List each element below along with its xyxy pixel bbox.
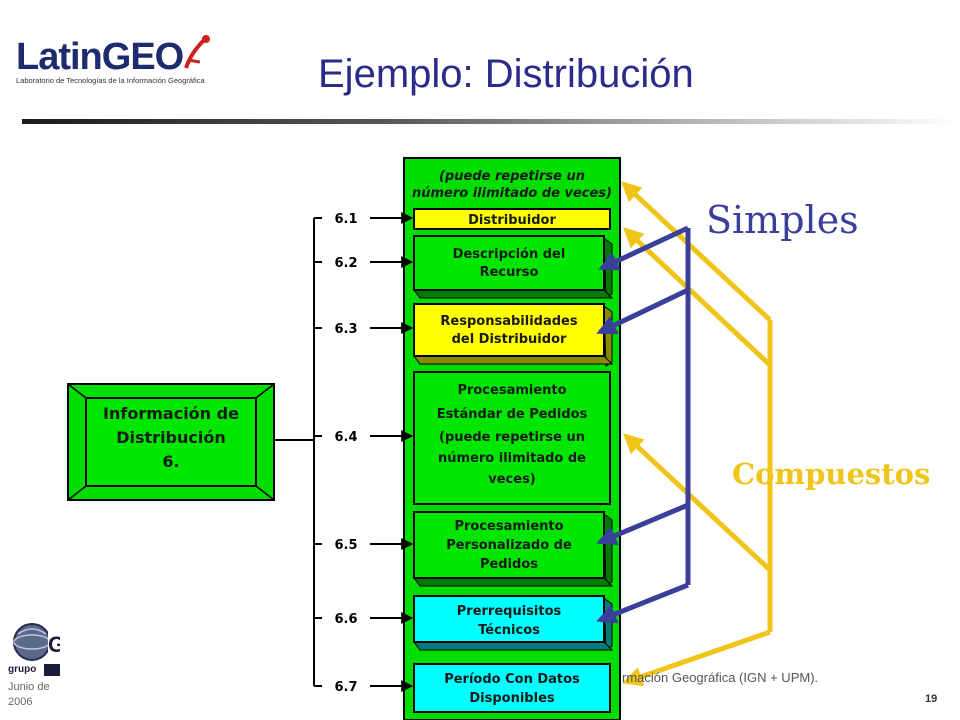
item-number: 6.7 <box>334 680 357 695</box>
item-number: 6.5 <box>334 538 357 553</box>
item-label-line4: número ilimitado de <box>438 451 586 466</box>
item-label-line1: Procesamiento <box>454 519 563 534</box>
item-label-line1: Distribuidor <box>468 213 556 228</box>
item-label-line1: Responsabilidades <box>440 314 577 329</box>
item-label-line2: Personalizado de <box>446 538 572 553</box>
grupo-logo: G grupo <box>8 620 65 682</box>
item-label-line3: (puede repetirse un <box>439 430 585 445</box>
compound-arrows <box>621 181 773 687</box>
root-box-line3: 6. <box>162 452 179 471</box>
logo-figure-icon <box>184 35 210 69</box>
slide-title: Ejemplo: Distribución <box>318 52 694 96</box>
footer-date-line1: Junio de <box>8 681 50 693</box>
title-divider <box>22 119 960 124</box>
item-number: 6.4 <box>334 430 357 445</box>
item-label-line2: Disponibles <box>469 691 555 706</box>
item-number: 6.1 <box>334 212 357 227</box>
svg-text:G: G <box>48 632 60 657</box>
footer-date: Junio de 2006 <box>8 680 50 710</box>
simples-label: Simples <box>706 198 859 242</box>
item-label-line2: Estándar de Pedidos <box>437 407 588 422</box>
item-number: 6.2 <box>334 256 357 271</box>
item-6-5: 6.5 Procesamiento Personalizado de Pedid… <box>314 511 614 587</box>
panel-note-line2: número ilimitado de veces) <box>412 186 612 201</box>
item-6-7: 6.7 Período Con Datos Disponibles <box>314 663 611 713</box>
item-label-line1: Procesamiento <box>457 383 566 398</box>
item-label-line2: Técnicos <box>478 623 540 638</box>
item-label-line2: Recurso <box>480 265 539 280</box>
item-number: 6.6 <box>334 612 357 627</box>
item-label-line1: Descripción del <box>453 247 566 262</box>
simple-arrows <box>596 225 691 624</box>
logo-wordmark: LatinGEO <box>16 36 184 78</box>
root-box: Información de Distribución 6. <box>67 383 275 501</box>
item-6-1: 6.1 Distribuidor <box>314 208 611 230</box>
item-6-2: 6.2 Descripción del Recurso <box>314 235 614 299</box>
compuestos-label: Compuestos <box>732 457 931 491</box>
item-label-line1: Período Con Datos <box>444 672 580 687</box>
item-6-3: 6.3 Responsabilidades del Distribuidor <box>314 303 614 367</box>
item-number: 6.3 <box>334 322 357 337</box>
panel-note-line1: (puede repetirse un <box>439 169 585 184</box>
item-label-line5: veces) <box>488 472 536 487</box>
item-6-6: 6.6 Prerrequisitos Técnicos <box>314 595 614 651</box>
grupo-logo-text: grupo <box>8 664 37 675</box>
page-number: 19 <box>925 693 938 705</box>
footer-credit: rmación Geográfica (IGN + UPM). <box>622 670 819 685</box>
item-label-line3: Pedidos <box>480 557 538 572</box>
logo-subtitle: Laboratorio de Tecnologías de la Informa… <box>16 76 205 85</box>
latingeo-logo: LatinGEO Laboratorio de Tecnologías de l… <box>12 30 212 90</box>
footer-date-line2: 2006 <box>8 696 33 708</box>
item-label-line1: Prerrequisitos <box>457 604 562 619</box>
root-box-line1: Información de <box>103 404 239 423</box>
item-6-4: 6.4 Procesamiento Estándar de Pedidos (p… <box>314 371 611 505</box>
item-label-line2: del Distribuidor <box>452 332 567 347</box>
root-box-line2: Distribución <box>116 428 226 447</box>
